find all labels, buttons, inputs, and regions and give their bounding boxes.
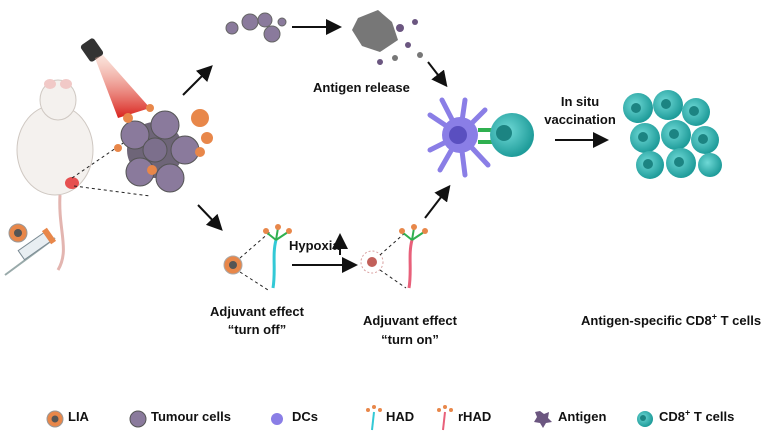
legend-cd8-label: CD8+ T cells: [659, 407, 735, 424]
legend-tumour-label: Tumour cells: [151, 409, 231, 424]
syringe-illustration: [4, 227, 57, 276]
legend-had-label: HAD: [386, 409, 415, 424]
t-cell-nucleus: [496, 125, 512, 141]
degraded-lia-core: [367, 257, 377, 267]
antigen-debris: [352, 10, 423, 65]
adjuvant-off-label-line1: Adjuvant effect: [210, 304, 304, 319]
rhad-molecule: [399, 224, 428, 289]
legend-tumour-icon: [129, 410, 147, 428]
legend-icons: [46, 405, 653, 431]
arrow-to-lia: [197, 204, 223, 231]
had-molecule: [263, 224, 292, 289]
degraded-lia: [360, 250, 384, 274]
laser-icon: [80, 38, 150, 118]
lia-core: [229, 261, 237, 269]
t-cell-contact: [490, 113, 534, 157]
arrow-to-dc: [427, 61, 448, 88]
in-situ-label-line1: In situ: [560, 94, 600, 109]
adjuvant-on-label-line2: “turn on”: [381, 332, 439, 347]
zoom-line: [239, 231, 271, 259]
legend-dcs-label: DCs: [292, 409, 319, 424]
adjuvant-off-label-line2: “turn off”: [227, 322, 287, 337]
zoom-line: [73, 185, 151, 197]
in-situ-label-line2: vaccination: [544, 112, 616, 127]
zoom-line: [239, 271, 269, 291]
legend-antigen-icon: [534, 411, 552, 428]
adjuvant-on-label-line1: Adjuvant effect: [363, 313, 457, 328]
zoom-line: [379, 269, 407, 289]
legend-lia-label: LIA: [68, 409, 89, 424]
zoom-line: [71, 134, 136, 179]
legend-had-icon: [366, 405, 382, 431]
dendritic-cell: [427, 97, 492, 178]
legend-rhad-label: rHAD: [458, 409, 492, 424]
mouse-illustration: [16, 79, 94, 271]
tumour-mass: [114, 104, 213, 193]
arrow-to-top: [182, 65, 213, 96]
lia-core: [14, 229, 22, 237]
legend-rhad-icon: [437, 405, 453, 431]
antigen-specific-label: Antigen-specific CD8+ T cells: [581, 311, 762, 328]
antigen-release-label: Antigen release: [313, 80, 410, 95]
cd8-t-cell-cluster: [623, 90, 722, 179]
legend-antigen-label: Antigen: [558, 409, 607, 424]
arrow-to-dc-bottom: [424, 184, 451, 219]
hypoxia-label: Hypoxia: [289, 238, 340, 253]
tumour-cells-top: [225, 12, 287, 43]
zoom-line: [379, 231, 407, 256]
